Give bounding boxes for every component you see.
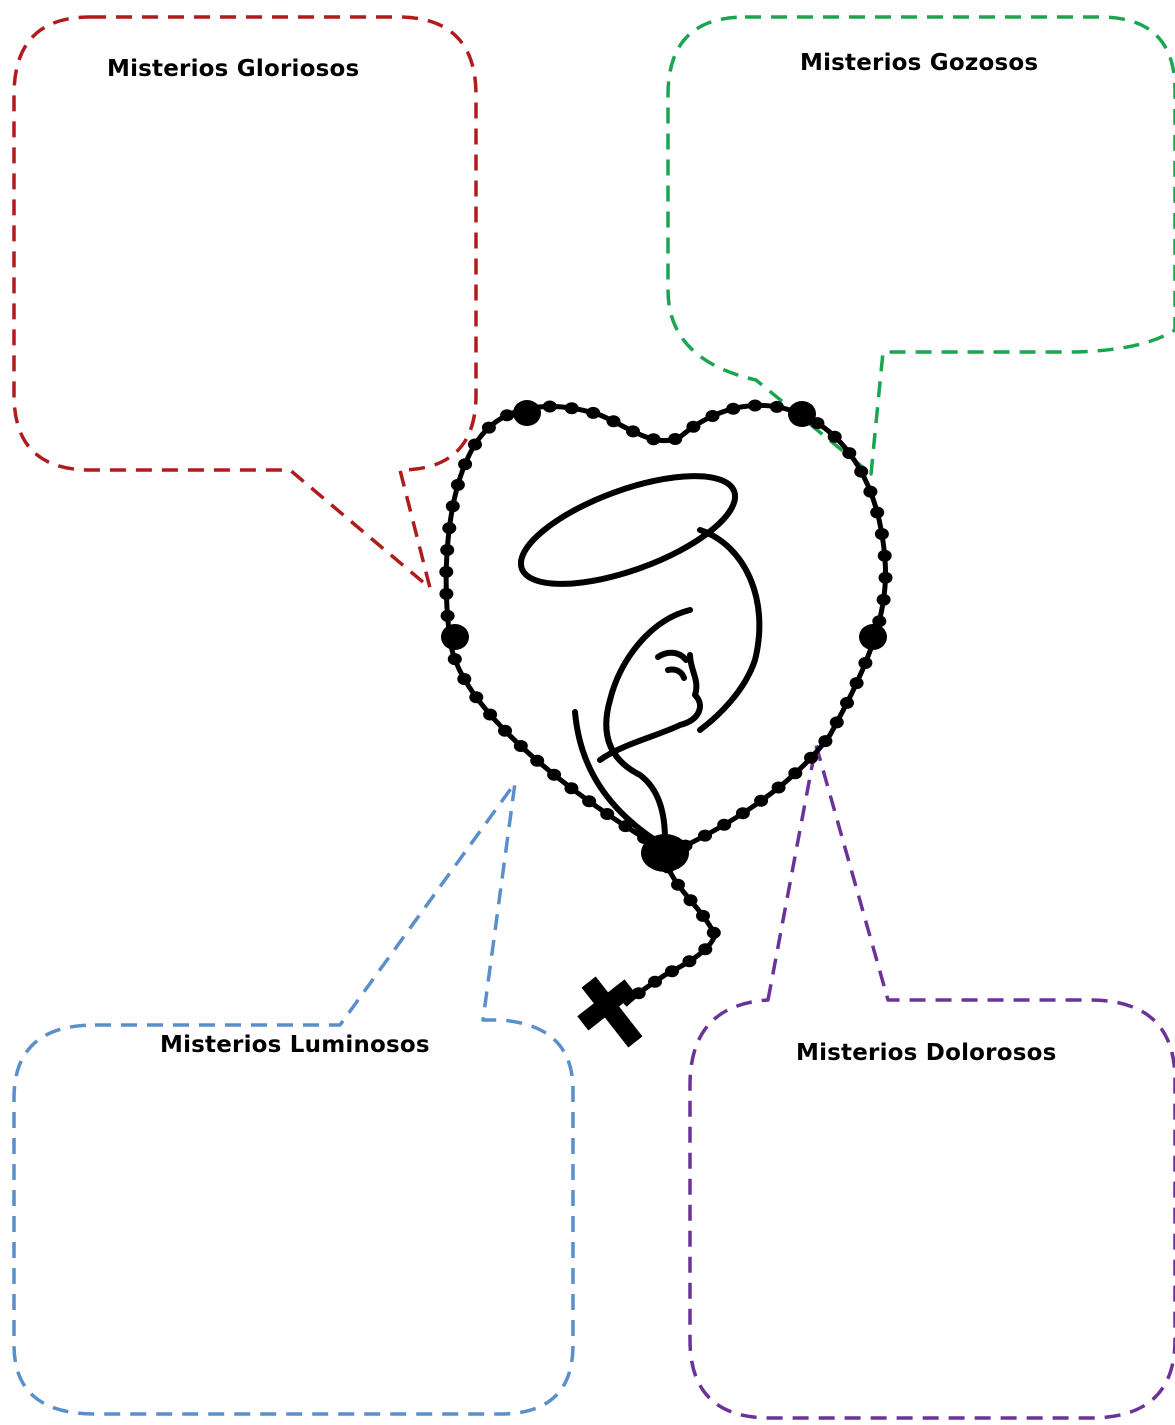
callout-dolorosos-bubble bbox=[690, 745, 1175, 1418]
rosary-bead bbox=[500, 409, 514, 421]
rosary-bead bbox=[706, 410, 720, 422]
rosary-bead-large bbox=[441, 624, 469, 650]
rosary-bead bbox=[565, 402, 579, 414]
rosary-bead bbox=[858, 657, 872, 669]
rosary-bead bbox=[870, 507, 884, 519]
rosary-bead bbox=[717, 819, 731, 831]
rosary-bead-large bbox=[788, 401, 816, 427]
rosary-bead bbox=[878, 550, 892, 562]
rosary-bead bbox=[736, 807, 750, 819]
rosary-bead bbox=[770, 401, 784, 413]
callout-gloriosos-bubble bbox=[14, 17, 476, 588]
rosary-illustration bbox=[439, 400, 892, 1061]
rosary-bead bbox=[468, 439, 482, 451]
rosary-bead bbox=[804, 752, 818, 764]
rosary-bead bbox=[671, 879, 685, 891]
rosary-bead bbox=[648, 976, 662, 988]
rosary-bead bbox=[439, 566, 453, 578]
rosary-bead bbox=[582, 795, 596, 807]
rosary-bead bbox=[439, 588, 453, 600]
rosary-bead bbox=[498, 725, 512, 737]
rosary-bead bbox=[482, 422, 496, 434]
rosary-bead bbox=[863, 486, 877, 498]
rosary-bead bbox=[772, 782, 786, 794]
rosary-bead bbox=[684, 894, 698, 906]
rosary-bead bbox=[586, 407, 600, 419]
rosary-bead bbox=[661, 861, 675, 873]
rosary-bead bbox=[441, 610, 455, 622]
rosary-bead bbox=[818, 735, 832, 747]
rosary-bead-large bbox=[513, 400, 541, 426]
rosary-bead bbox=[788, 767, 802, 779]
rosary-bead bbox=[458, 458, 472, 470]
rosary-bead bbox=[469, 691, 483, 703]
rosary-beads bbox=[439, 400, 892, 856]
halo-icon bbox=[508, 454, 748, 606]
rosary-bead bbox=[446, 500, 460, 512]
rosary-bead bbox=[830, 716, 844, 728]
rosary-bead bbox=[854, 466, 868, 478]
rosary-bead bbox=[707, 927, 721, 939]
rosary-bead bbox=[828, 431, 842, 443]
rosary-bead bbox=[543, 401, 557, 413]
rosary-bead bbox=[668, 433, 682, 445]
callout-title-gozosos: Misterios Gozosos bbox=[800, 50, 1038, 76]
rosary-bead bbox=[442, 522, 456, 534]
rosary-bead bbox=[877, 594, 891, 606]
rosary-bead bbox=[698, 830, 712, 842]
rosary-bead bbox=[726, 403, 740, 415]
callout-title-dolorosos: Misterios Dolorosos bbox=[796, 1040, 1056, 1066]
callout-title-gloriosos: Misterios Gloriosos bbox=[107, 56, 359, 82]
rosary-string bbox=[446, 405, 885, 853]
rosary-bead-large bbox=[859, 624, 887, 650]
rosary-bead bbox=[698, 943, 712, 955]
rosary-bead bbox=[564, 782, 578, 794]
rosary-bead bbox=[514, 740, 528, 752]
rosary-tail-string bbox=[625, 860, 715, 1005]
rosary-bead bbox=[448, 653, 462, 665]
rosary-bead bbox=[842, 447, 856, 459]
callout-luminosos-bubble bbox=[14, 783, 573, 1414]
rosary-bead bbox=[547, 769, 561, 781]
rosary-bead bbox=[607, 415, 621, 427]
rosary-bead bbox=[875, 528, 889, 540]
rosary-bead bbox=[665, 965, 679, 977]
rosary-bead bbox=[626, 425, 640, 437]
rosary-bead bbox=[457, 673, 471, 685]
rosary-bead bbox=[682, 955, 696, 967]
rosary-bead bbox=[440, 544, 454, 556]
rosary-bead bbox=[850, 677, 864, 689]
rosary-bead bbox=[748, 400, 762, 412]
rosary-bead bbox=[879, 572, 893, 584]
rosary-bead bbox=[647, 433, 661, 445]
rosary-bead bbox=[600, 808, 614, 820]
rosary-bead bbox=[451, 479, 465, 491]
rosary-bead bbox=[840, 697, 854, 709]
rosary-bead bbox=[483, 709, 497, 721]
rosary-bead bbox=[530, 755, 544, 767]
cross-icon bbox=[565, 964, 659, 1061]
virgin-mary-icon bbox=[508, 454, 759, 840]
rosary-bead bbox=[754, 795, 768, 807]
rosary-bead bbox=[696, 910, 710, 922]
rosary-tail-beads bbox=[632, 861, 721, 999]
rosary-bead bbox=[686, 421, 700, 433]
callout-title-luminosos: Misterios Luminosos bbox=[160, 1032, 430, 1058]
